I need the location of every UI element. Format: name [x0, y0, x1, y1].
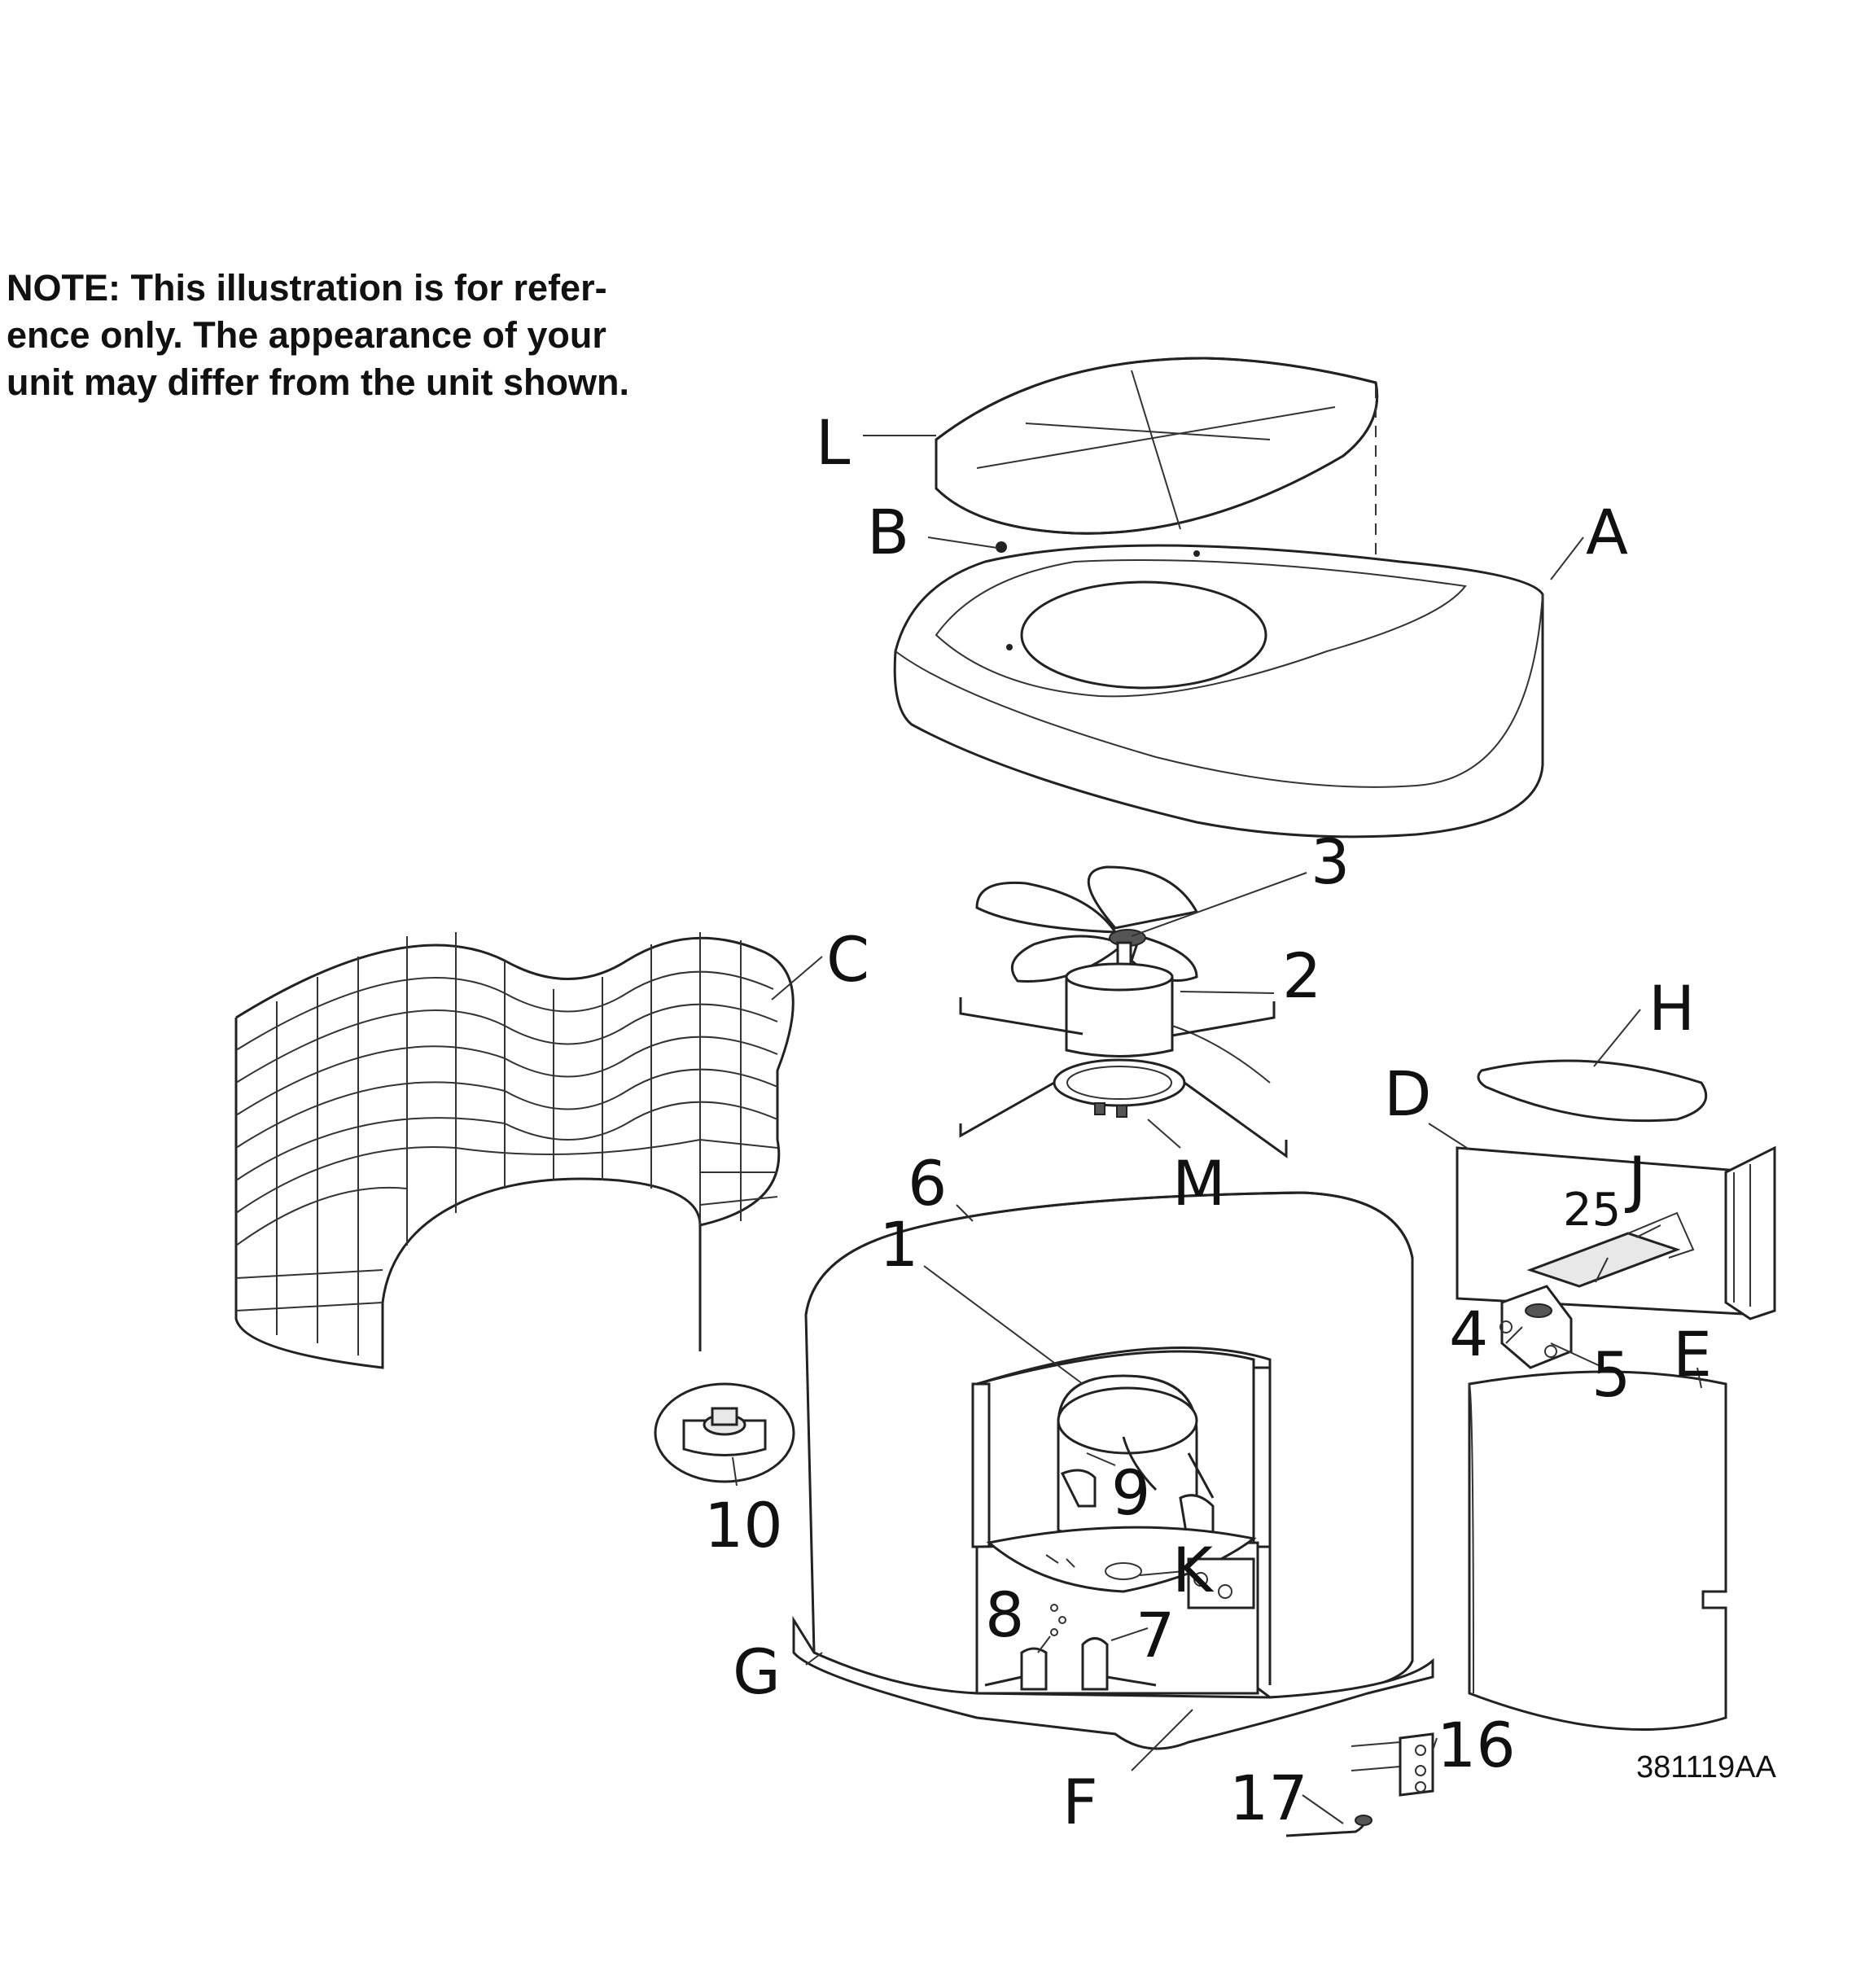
- callout-B: B: [867, 496, 909, 568]
- callout-8: 8: [985, 1579, 1024, 1651]
- cover-screw-b: [996, 541, 1007, 553]
- base-pan: [792, 1526, 1434, 1750]
- callout-C: C: [826, 923, 869, 996]
- wire-coil-guard: [234, 932, 795, 1369]
- reference-note: NOTE: This illustration is for refer- en…: [7, 265, 739, 406]
- callout-7: 7: [1136, 1599, 1175, 1671]
- callout-D: D: [1384, 1057, 1432, 1130]
- fan-motor: [959, 941, 1288, 1158]
- callout-6: 6: [908, 1147, 947, 1220]
- callout-A: A: [1586, 496, 1628, 568]
- callout-J: J: [1625, 1143, 1646, 1215]
- callout-25: 25: [1563, 1184, 1621, 1237]
- mounting-grommet: [654, 1382, 795, 1483]
- callout-5: 5: [1591, 1338, 1631, 1411]
- leader-lines: [732, 435, 1702, 1824]
- callout-K: K: [1172, 1534, 1215, 1606]
- callout-G: G: [733, 1636, 781, 1708]
- callout-H: H: [1648, 972, 1695, 1044]
- callout-E: E: [1673, 1318, 1712, 1390]
- note-line-3: unit may differ from the unit shown.: [7, 361, 629, 403]
- access-panel: [1468, 1370, 1727, 1732]
- callout-2: 2: [1282, 939, 1321, 1012]
- callout-16: 16: [1437, 1709, 1516, 1781]
- drawing-code: 381119AA: [1636, 1750, 1776, 1784]
- note-line-2: ence only. The appearance of your: [7, 314, 606, 356]
- note-line-1: NOTE: This illustration is for refer-: [7, 267, 607, 309]
- callout-F: F: [1062, 1766, 1098, 1838]
- callout-1: 1: [879, 1208, 918, 1281]
- callout-L: L: [816, 406, 850, 479]
- control-box: [1456, 1145, 1776, 1369]
- fan-blade: [975, 865, 1199, 983]
- callout-M: M: [1172, 1147, 1226, 1220]
- callout-4: 4: [1449, 1298, 1488, 1370]
- callout-10: 10: [704, 1489, 783, 1561]
- compressor: [1057, 1374, 1215, 1548]
- service-fittings: [1285, 1732, 1434, 1837]
- condenser-coil: [804, 1191, 1414, 1699]
- callout-3: 3: [1311, 825, 1350, 898]
- callout-17: 17: [1229, 1762, 1308, 1834]
- control-box-top-panel: [1477, 1059, 1708, 1123]
- callout-9: 9: [1111, 1456, 1150, 1529]
- callout-labels: L B A 3 C 2 H D M 6 1 25 J 4 5 E 10 9 K …: [704, 406, 1712, 1838]
- top-cover: [893, 541, 1544, 839]
- fan-guard-grille: [935, 357, 1379, 582]
